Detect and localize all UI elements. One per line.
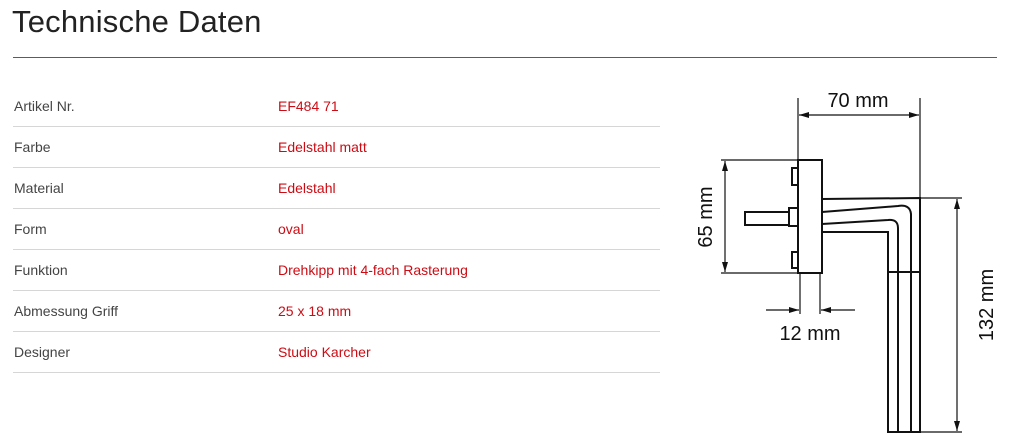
spec-value: Edelstahl matt [278, 139, 367, 155]
spec-row-form: Form oval [13, 209, 660, 250]
spec-label: Material [14, 180, 64, 196]
spec-label: Designer [14, 344, 71, 360]
rosette-depth-dimension-label: 12 mm [779, 323, 840, 345]
spec-label: Funktion [14, 262, 68, 278]
width-dimension-label: 70 mm [827, 90, 888, 112]
spec-row-farbe: Farbe Edelstahl matt [13, 127, 660, 168]
title-divider [13, 57, 997, 58]
spec-value: Studio Karcher [278, 344, 371, 360]
spec-label: Artikel Nr. [14, 98, 75, 114]
spec-value: Edelstahl [278, 180, 336, 196]
spec-value: Drehkipp mit 4-fach Rasterung [278, 262, 468, 278]
spec-label: Abmessung Griff [14, 303, 119, 319]
spec-row-artikel: Artikel Nr. EF484 71 [13, 86, 660, 127]
page-title: Technische Daten [12, 4, 262, 39]
spec-value: EF484 71 [278, 98, 339, 114]
spec-value: oval [278, 221, 304, 237]
spec-label: Farbe [14, 139, 51, 155]
dimension-lines [721, 98, 962, 433]
spec-row-designer: Designer Studio Karcher [13, 332, 660, 373]
handle-outline [744, 159, 921, 433]
spec-row-material: Material Edelstahl [13, 168, 660, 209]
spec-label: Form [14, 221, 47, 237]
spec-row-abmessung: Abmessung Griff 25 x 18 mm [13, 291, 660, 332]
lever-length-dimension-label: 132 mm [976, 269, 998, 341]
spec-value: 25 x 18 mm [278, 303, 352, 319]
rosette-height-dimension-label: 65 mm [695, 186, 717, 247]
spec-row-funktion: Funktion Drehkipp mit 4-fach Rasterung [13, 250, 660, 291]
